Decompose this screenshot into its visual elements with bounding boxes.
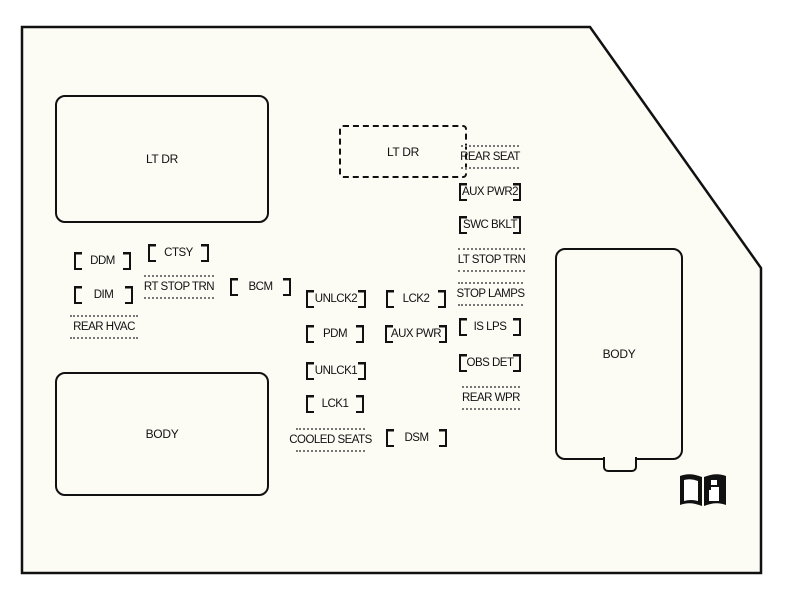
fuse-lck2: LCK2 xyxy=(386,290,446,308)
fuse-pdm: PDM xyxy=(306,325,364,343)
fuse-stop-lamps: STOP LAMPS xyxy=(454,282,527,306)
fuse-ddm: DDM xyxy=(74,252,131,270)
fuse-unlck1: UNLCK1 xyxy=(306,362,366,380)
fuse-rear-seat: REAR SEAT xyxy=(457,145,523,169)
fuse-unlck2: UNLCK2 xyxy=(306,290,366,308)
owner-manual-info-icon xyxy=(680,474,726,506)
fuse-rear-hvac: REAR HVAC xyxy=(66,315,142,339)
fuse-swc-bklt: SWC BKLT xyxy=(459,216,521,234)
fuse-dim: DIM xyxy=(74,286,133,304)
fuse-lck1: LCK1 xyxy=(306,395,364,413)
fuse-obs-det: OBS DET xyxy=(459,354,521,372)
fuse-is-lps: IS LPS xyxy=(459,318,521,336)
fuse-rt-stop-trn: RT STOP TRN xyxy=(140,275,218,299)
fuse-dsm: DSM xyxy=(386,429,447,447)
fuse-ctsy: CTSY xyxy=(148,244,209,262)
fuse-rear-wpr: REAR WPR xyxy=(458,386,524,410)
body-block-right: BODY xyxy=(555,248,683,460)
fuse-bcm: BCM xyxy=(230,278,291,296)
lt-dr-dashed-block: LT DR xyxy=(339,125,467,178)
fuse-cooled-seats: COOLED SEATS xyxy=(289,428,372,452)
fuse-aux-pwr: AUX PWR xyxy=(385,325,447,343)
body-block-tab xyxy=(603,457,637,472)
fuse-aux-pwr2: AUX PWR2 xyxy=(459,183,521,201)
body-block-left: BODY xyxy=(55,372,269,496)
lt-dr-block-left: LT DR xyxy=(55,95,269,223)
fuse-lt-stop-trn: LT STOP TRN xyxy=(454,248,529,272)
